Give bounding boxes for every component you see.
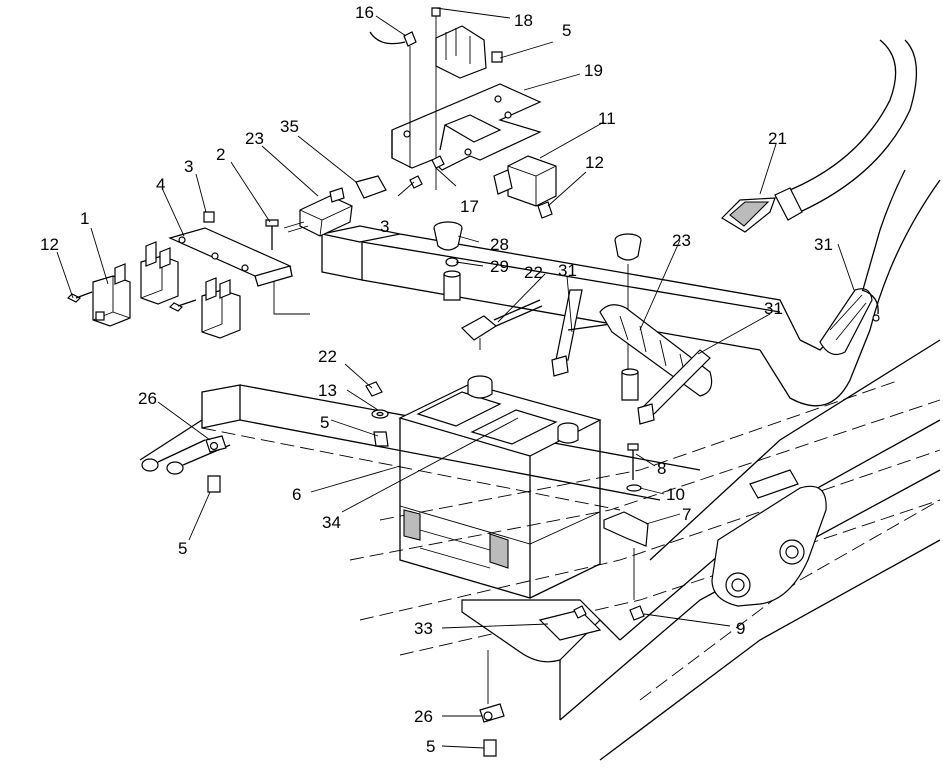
callout-3-mid: 3 [380,217,389,236]
callout-5-mid: 5 [320,413,329,432]
frame-rails [349,339,941,761]
callout-9: 9 [736,619,745,638]
holddown-bar-left [551,289,641,377]
nut-17 [431,155,445,169]
callout-34: 34 [322,513,341,532]
callout-1: 1 [80,209,89,228]
handle-tube [721,39,918,233]
callout-26-bottom: 26 [414,707,433,726]
callout-labels: 1 12 4 3 2 23 35 3 16 18 5 19 11 12 17 2… [40,3,833,756]
callout-28: 28 [490,235,509,254]
callout-5-bottom: 5 [426,737,435,756]
callout-31-left: 31 [558,261,577,280]
frame-mount-bracket [711,469,827,607]
screw-5-top [491,51,503,63]
callout-33: 33 [414,619,433,638]
wire-16 [369,31,417,168]
callout-23-right: 23 [672,231,691,250]
washer-10 [626,484,642,492]
relay-1 [92,263,131,327]
callout-23-left: 23 [245,129,264,148]
diode-pack [283,175,387,237]
battery [398,375,602,599]
mounting-plate-19 [391,83,542,171]
nut-9 [629,605,645,621]
callout-11: 11 [598,109,616,128]
ground-strap-26-lower [479,650,505,723]
rubber-grip [819,288,880,355]
callout-6: 6 [292,485,301,504]
callout-5-left: 5 [178,539,187,558]
callout-5-top: 5 [562,21,571,40]
callout-3-left: 3 [184,157,193,176]
callout-2: 2 [216,145,225,164]
cable-clamp-22 [461,299,543,350]
callout-12-right: 12 [585,153,604,172]
screw-5-left [207,475,221,493]
battery-tray-33 [461,599,621,720]
clamp-block-7 [603,511,649,547]
ground-strap-26-left [205,435,227,453]
callout-7: 7 [682,505,691,524]
callout-26-left: 26 [138,389,157,408]
relay-2 [140,241,179,305]
callout-31-top: 31 [814,235,833,254]
callout-22-top: 22 [524,263,543,282]
callout-22-left: 22 [318,347,337,366]
leader-lines [56,7,855,749]
callout-16: 16 [355,3,374,22]
screw-22 [365,381,383,397]
battery-cap-right [614,233,642,401]
callout-29: 29 [490,257,509,276]
callout-31-right: 31 [764,299,783,318]
screw-5-battery [373,431,389,447]
rubber-sleeve [599,304,713,397]
relay-bracket-4 [168,227,310,315]
holddown-bar-right [637,349,711,425]
callout-12-left: 12 [40,235,59,254]
washer-13 [371,409,389,419]
screw-5-bottom [483,739,497,757]
callout-10: 10 [666,485,685,504]
callout-18: 18 [514,11,533,30]
nut-3 [409,175,423,189]
callout-21: 21 [768,129,787,148]
callout-8: 8 [657,459,666,478]
terminal-block-18 [431,7,487,190]
solenoid-11 [493,155,557,207]
callout-4: 4 [156,175,165,194]
callout-13: 13 [318,381,337,400]
screws-left [66,211,279,312]
cross-tube-upper [321,169,941,407]
battery-cap-28 [433,221,463,301]
relay-3 [201,277,241,339]
bolt-8 [627,443,639,480]
callout-35: 35 [280,117,299,136]
callout-19: 19 [584,61,603,80]
callout-17: 17 [460,197,479,216]
